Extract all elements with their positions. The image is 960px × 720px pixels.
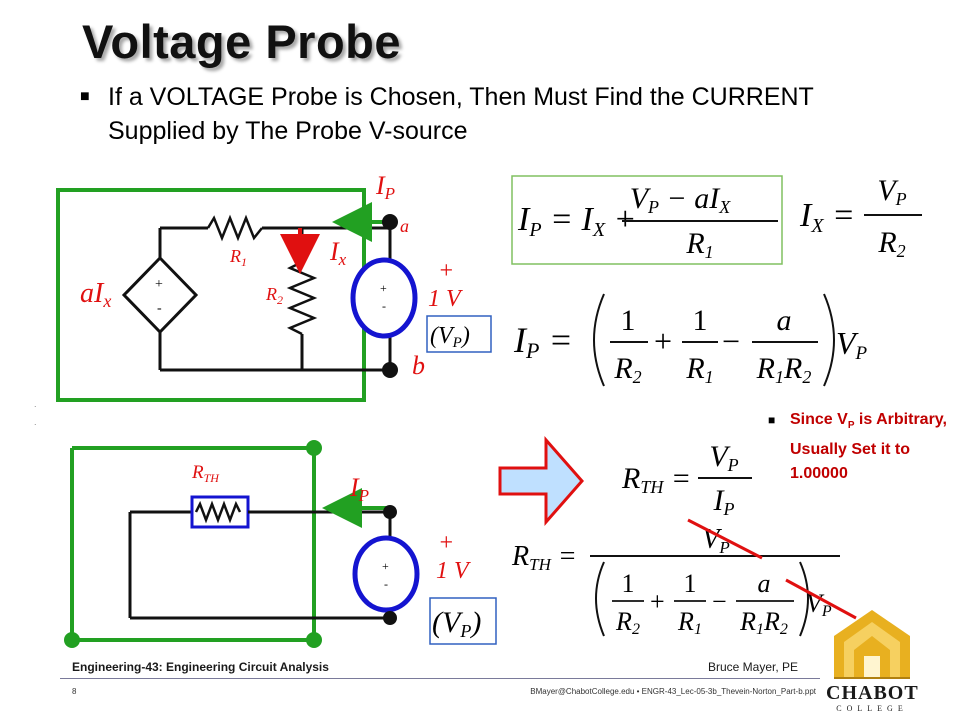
bottom-probe-box [429, 597, 497, 645]
footer-author: Bruce Mayer, PE [708, 660, 799, 674]
svg-text:a: a [777, 304, 792, 337]
svg-text:1: 1 [621, 304, 636, 337]
ix-label: Ix [329, 237, 347, 269]
svg-text:1: 1 [693, 304, 708, 337]
top-probe-source [350, 257, 418, 339]
svg-text:1: 1 [684, 569, 697, 598]
equation-rth-expanded: RTH = VP 1 R2 + 1 R1 − a R1R2 VP [511, 518, 857, 638]
svg-text:-: - [157, 301, 162, 316]
svg-text:.: . [34, 417, 37, 427]
main-bullet-text: If a VOLTAGE Probe is Chosen, Then Must … [108, 83, 814, 145]
svg-text:IP = IX +: IP = IX + [517, 201, 637, 241]
svg-text:R1: R1 [685, 352, 713, 387]
svg-text:+: + [382, 559, 389, 573]
equation-ip: IP = IX + VP − aIX R1 [511, 175, 783, 265]
svg-text:.: . [34, 399, 37, 409]
side-note: ■ Since VP is Arbitrary, Usually Set it … [768, 408, 948, 486]
logo-sub: COLLEGE [836, 704, 908, 713]
top-src-plus: + [438, 258, 454, 284]
svg-text:R2: R2 [615, 607, 640, 638]
top-circuit: + - + - IP Ix R1 R2 aIx a b + 1 V (VP) [56, 171, 492, 402]
node-b-dot [382, 362, 398, 378]
svg-text:RTH =: RTH = [621, 462, 691, 497]
block-arrow-icon [498, 436, 584, 526]
svg-text:+: + [155, 277, 163, 292]
svg-text:RTH =: RTH = [511, 541, 577, 574]
svg-text:+: + [380, 281, 387, 295]
svg-text:IP =: IP = [513, 320, 573, 363]
r2-resistor [286, 260, 318, 336]
equation-ip-expanded: IP = 1 R2 + 1 R1 − a R1R2 VP [513, 293, 868, 387]
chabot-logo-icon [834, 610, 910, 679]
square-bullet-icon: ■ [768, 413, 776, 427]
svg-text:VP: VP [877, 174, 906, 209]
svg-text:+: + [650, 587, 665, 616]
svg-text:-: - [384, 577, 388, 591]
node-a-label: a [400, 216, 409, 236]
r1-resistor [206, 214, 263, 242]
bottom-src-plus: + [438, 530, 454, 556]
square-bullet-icon: ■ [80, 88, 90, 105]
svg-text:R1R2: R1R2 [756, 352, 812, 387]
svg-text:VP: VP [709, 440, 738, 475]
dependent-source-label: aIx [80, 278, 111, 311]
bottom-probe-source [352, 535, 420, 613]
footer-course: Engineering-43: Engineering Circuit Anal… [72, 660, 329, 674]
top-probe-box [426, 315, 492, 353]
svg-text:R2: R2 [877, 226, 905, 261]
bottom-src-value: 1 V [436, 558, 471, 584]
top-ip-label: IP [375, 171, 395, 203]
top-src-value: 1 V [428, 286, 463, 312]
bottom-circuit: + - RTH IP + 1 V (VP) [64, 440, 497, 648]
svg-text:+: + [654, 323, 672, 359]
svg-text:1: 1 [622, 569, 635, 598]
svg-text:a: a [758, 569, 771, 598]
bottom-ip-label: IP [349, 473, 369, 505]
page-number: 8 [72, 687, 77, 696]
svg-text:R1: R1 [677, 607, 702, 638]
svg-text:VP: VP [836, 325, 868, 364]
top-probe-label: (VP) [430, 323, 470, 351]
rth-resistor [194, 500, 242, 524]
svg-text:−: − [712, 587, 727, 616]
logo-name: CHABOT [826, 682, 919, 704]
svg-text:IX =: IX = [799, 197, 855, 237]
cancel-line-bottom [785, 578, 857, 620]
svg-text:-: - [382, 299, 386, 313]
dependent-source [121, 255, 199, 335]
node-b-label: b [412, 351, 425, 380]
slide-title: Voltage Probe [82, 15, 402, 68]
bottom-probe-label: (VP) [432, 606, 481, 641]
equation-rth: RTH = VP IP [621, 440, 752, 519]
node-a-dot [382, 214, 398, 230]
rth-label: RTH [191, 462, 220, 485]
cancel-line-top [687, 518, 763, 560]
svg-text:R1R2: R1R2 [739, 607, 788, 638]
svg-text:IP: IP [713, 484, 735, 519]
r1-label: R1 [229, 246, 247, 269]
side-note-text: Since VP is Arbitrary, Usually Set it to… [790, 411, 947, 483]
svg-text:−: − [722, 323, 740, 359]
footer-file: BMayer@ChabotCollege.edu • ENGR-43_Lec-0… [530, 687, 816, 696]
main-bullet: ■ If a VOLTAGE Probe is Chosen, Then Mus… [80, 80, 900, 148]
footer-divider [60, 678, 820, 679]
svg-text:VP − aIX: VP − aIX [630, 182, 732, 217]
r2-label: R2 [265, 284, 283, 307]
equation-ix: IX = VP R2 [799, 174, 922, 261]
svg-text:R2: R2 [613, 352, 641, 387]
